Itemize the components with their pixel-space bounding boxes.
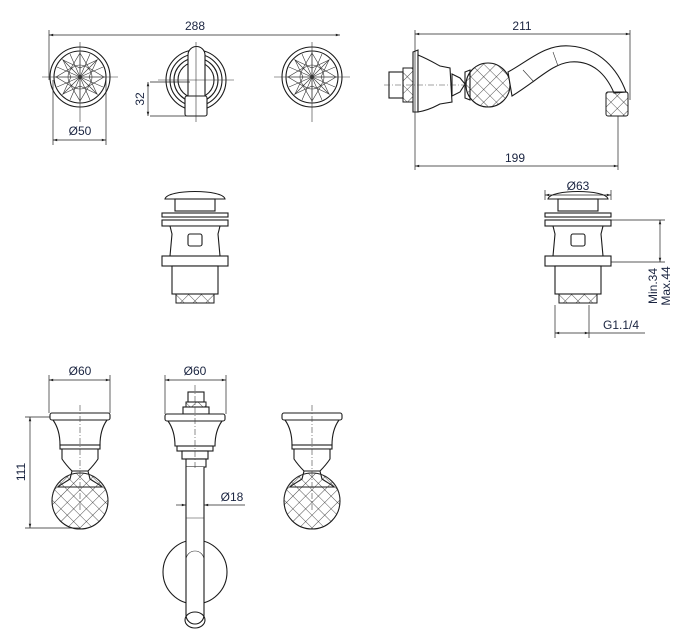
right-handle-elevation bbox=[281, 405, 343, 530]
dim-handle-flange-diameter: Ø60 bbox=[69, 364, 92, 378]
dim-spout-projection: 199 bbox=[505, 151, 525, 165]
dim-spout-offset: 32 bbox=[133, 92, 147, 106]
pop-up-waste-left bbox=[161, 190, 229, 304]
dim-spout-length: 211 bbox=[512, 19, 531, 33]
dim-rosette-diameter: Ø50 bbox=[69, 124, 92, 138]
spout-escutcheon-front bbox=[158, 42, 234, 122]
left-rosette bbox=[42, 42, 118, 122]
right-rosette bbox=[274, 42, 350, 122]
dim-waste-cap-diameter: Ø63 bbox=[567, 179, 590, 193]
dim-spout-flange-diameter: Ø60 bbox=[184, 364, 207, 378]
dim-overall-width: 288 bbox=[185, 19, 205, 33]
dim-waste-max: Max.44 bbox=[659, 266, 673, 306]
dim-handle-height: 111 bbox=[14, 463, 28, 482]
dim-waste-thread: G1.1/4 bbox=[603, 318, 639, 332]
dim-waste-min: Min.34 bbox=[646, 268, 660, 304]
pop-up-waste-right: Ø63 Min.34 Max.44 G1.1/4 bbox=[544, 179, 673, 338]
spout-elevation: Ø60 Ø18 bbox=[162, 364, 245, 629]
left-handle-elevation: Ø60 111 bbox=[14, 364, 111, 530]
spout-side-view: 211 199 bbox=[384, 19, 631, 170]
dim-spout-tube-diameter: Ø18 bbox=[221, 490, 244, 504]
front-view-top: 288 Ø50 32 bbox=[42, 19, 350, 145]
